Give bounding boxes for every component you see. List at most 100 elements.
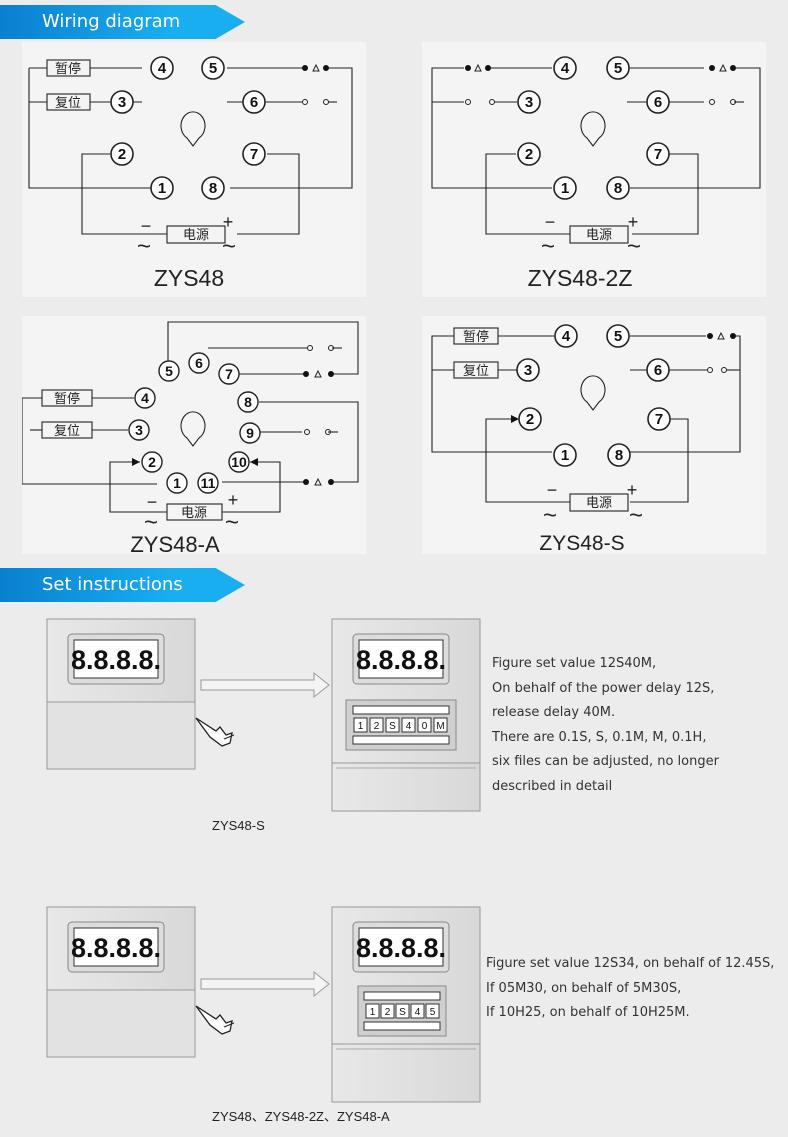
- power-label: 电源: [586, 227, 612, 242]
- wiring-diagram-zys48: 4 5 3 6 2 7 1 8 暂停 复位 电源 − + ~ ~ ZYS48: [28, 56, 353, 291]
- pin-2: 2: [526, 411, 534, 428]
- minus-label: −: [147, 492, 158, 512]
- model-label-zys48: ZYS48: [154, 265, 224, 291]
- pin-2: 2: [525, 146, 533, 163]
- wiring-diagram-zys48-a: 5 6 7 4 8 3 9 2 10 1 11 暂停 复位 电源 − + ~ ~…: [21, 321, 359, 557]
- ac-right: ~: [629, 502, 643, 529]
- pin-6: 6: [654, 362, 662, 379]
- pin-6: 6: [195, 355, 203, 371]
- pin-8: 8: [209, 180, 217, 197]
- pin-7: 7: [655, 411, 663, 428]
- pin-3: 3: [118, 94, 126, 111]
- plus-label: +: [627, 480, 638, 500]
- instruction-line: described in detail: [492, 778, 613, 794]
- instruction-line: release delay 40M.: [492, 705, 616, 720]
- power-label: 电源: [586, 495, 612, 510]
- pin-6: 6: [250, 94, 258, 111]
- pin-8: 8: [615, 447, 623, 464]
- setting-illustration-zys48-s: 8.8.8.8. 8.8.8.8. 1 2 S 4 0 M: [46, 618, 481, 812]
- display-digits: 8.8.8.8.: [71, 645, 161, 675]
- pin-2: 2: [118, 146, 126, 163]
- ac-right: ~: [225, 509, 239, 536]
- dial-digit: 2: [385, 1007, 391, 1018]
- minus-label: −: [141, 216, 152, 236]
- plus-label: +: [228, 490, 239, 510]
- instruction-text-1: Figure set value 12S40M, On behalf of th…: [492, 652, 719, 799]
- pin-4: 4: [562, 328, 571, 345]
- pin-3: 3: [135, 422, 143, 438]
- diagram-panel-zys48-2z: 4 5 3 6 2 7 1 8 电源 − + ~ ~ ZYS48-2Z: [422, 42, 766, 297]
- power-label: 电源: [181, 505, 207, 520]
- instruction-line: If 10H25, on behalf of 10H25M.: [486, 1005, 690, 1020]
- wiring-diagram-title: Wiring diagram: [42, 11, 181, 32]
- dial-digit: 1: [358, 721, 364, 732]
- model-label-zys48-s: ZYS48-S: [539, 532, 624, 554]
- reset-label: 复位: [463, 363, 489, 378]
- pin-5: 5: [209, 60, 217, 77]
- ac-right: ~: [222, 233, 236, 260]
- power-label: 电源: [183, 227, 209, 242]
- pin-8: 8: [614, 180, 622, 197]
- plus-label: +: [223, 212, 234, 232]
- set-instructions-title: Set instructions: [42, 574, 183, 595]
- diagram-panel-zys48-s: 4 5 3 6 2 7 1 8 暂停 复位 电源 − + ~ ~ ZYS48-S: [422, 316, 766, 555]
- pause-label: 暂停: [55, 61, 81, 76]
- instruction-line: If 05M30, on behalf of 5M30S,: [486, 980, 682, 996]
- pin-4: 4: [141, 390, 149, 406]
- pin-1: 1: [561, 447, 569, 464]
- pin-3: 3: [525, 94, 533, 111]
- reset-label: 复位: [55, 95, 81, 110]
- dial-digit: S: [399, 1007, 406, 1018]
- instruction-line: Figure set value 12S40M,: [492, 656, 657, 671]
- dial-digit: M: [436, 721, 444, 732]
- pin-4: 4: [158, 60, 167, 77]
- device-label-zys48-group: ZYS48、ZYS48-2Z、ZYS48-A: [212, 1109, 390, 1124]
- wiring-diagram-zys48-2z: 4 5 3 6 2 7 1 8 电源 − + ~ ~ ZYS48-2Z: [431, 56, 761, 291]
- ac-left: ~: [543, 502, 557, 529]
- model-label-zys48-a: ZYS48-A: [130, 532, 220, 554]
- dial-digit: 2: [374, 721, 380, 732]
- pin-10: 10: [231, 454, 247, 470]
- instruction-line: six files can be adjusted, no longer: [492, 754, 719, 769]
- device-label-zys48-s: ZYS48-S: [212, 818, 265, 833]
- pointing-hand-icon: [195, 1005, 235, 1035]
- display-digits: 8.8.8.8.: [356, 645, 446, 675]
- reset-label: 复位: [54, 423, 80, 438]
- instruction-line: Figure set value 12S34, on behalf of 12.…: [486, 956, 775, 971]
- pin-7: 7: [654, 146, 662, 163]
- wiring-diagram-banner: Wiring diagram: [0, 5, 245, 39]
- wiring-diagram-zys48-s: 4 5 3 6 2 7 1 8 暂停 复位 电源 − + ~ ~ ZYS48-S: [431, 324, 741, 555]
- dial-digit: 4: [406, 721, 412, 732]
- pin-1: 1: [173, 475, 181, 491]
- pin-4: 4: [561, 60, 570, 77]
- pin-11: 11: [201, 475, 216, 491]
- pause-label: 暂停: [54, 391, 80, 406]
- model-label-zys48-2z: ZYS48-2Z: [528, 265, 633, 291]
- pin-5: 5: [614, 328, 622, 345]
- display-digits: 8.8.8.8.: [356, 933, 446, 963]
- ac-right: ~: [627, 233, 641, 260]
- pin-5: 5: [614, 60, 622, 77]
- ac-left: ~: [541, 233, 555, 260]
- plus-label: +: [628, 212, 639, 232]
- instruction-line: There are 0.1S, S, 0.1M, M, 0.1H,: [492, 729, 707, 745]
- dial-digit: S: [389, 721, 396, 732]
- dial-digit: 0: [422, 721, 428, 732]
- pause-label: 暂停: [463, 329, 489, 344]
- dial-digit: 1: [370, 1007, 376, 1018]
- instruction-text-2: Figure set value 12S34, on behalf of 12.…: [486, 952, 774, 1026]
- pointing-hand-icon: [195, 717, 235, 747]
- pin-1: 1: [561, 180, 569, 197]
- pin-3: 3: [524, 362, 532, 379]
- set-instructions-banner: Set instructions: [0, 568, 245, 602]
- pin-7: 7: [225, 366, 233, 382]
- pin-8: 8: [244, 394, 252, 410]
- diagram-panel-zys48-a: 5 6 7 4 8 3 9 2 10 1 11 暂停 复位 电源 − + ~ ~…: [21, 316, 366, 557]
- pin-6: 6: [654, 94, 662, 111]
- pin-1: 1: [158, 180, 166, 197]
- instruction-line: On behalf of the power delay 12S,: [492, 680, 715, 696]
- pin-5: 5: [165, 363, 173, 379]
- minus-label: −: [545, 212, 556, 232]
- pin-9: 9: [246, 425, 254, 441]
- dial-digit: 5: [430, 1007, 436, 1018]
